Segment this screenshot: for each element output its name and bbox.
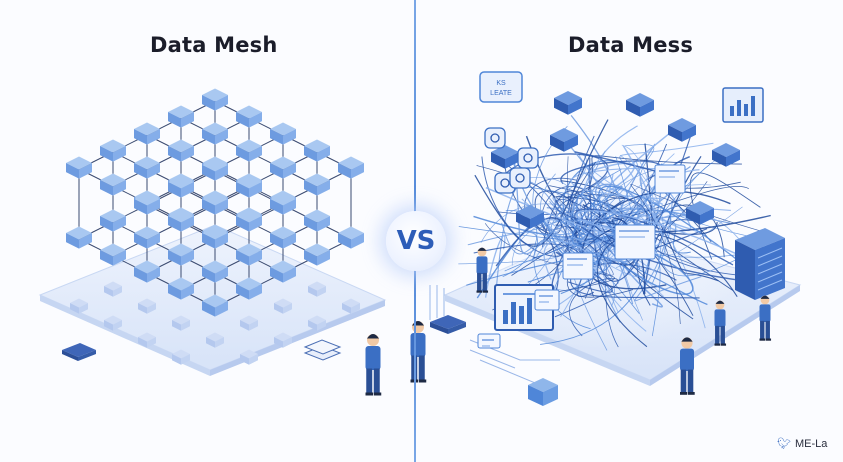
mesh-node — [304, 243, 330, 266]
mesh-node — [236, 105, 262, 128]
mesh-node — [338, 156, 364, 179]
mesh-floor-node — [138, 298, 156, 314]
mesh-floor-node — [104, 281, 122, 297]
vs-badge: VS — [386, 211, 446, 271]
mesh-node — [100, 209, 126, 232]
mesh-node — [236, 139, 262, 162]
mesh-node — [304, 173, 330, 196]
twitter-bird-icon: 🐦︎ — [777, 438, 791, 450]
mesh-platform-edge — [40, 295, 210, 376]
mesh-node — [202, 192, 228, 215]
mesh-floor-node — [104, 315, 122, 331]
mesh-floor-node — [240, 315, 258, 331]
mesh-floor-node — [308, 315, 326, 331]
mesh-node — [134, 192, 160, 215]
mesh-node — [168, 209, 194, 232]
icon-bubble — [509, 167, 531, 189]
mesh-floor-node — [138, 332, 156, 348]
info-card — [534, 289, 560, 311]
title-data-mesh: Data Mesh — [150, 33, 278, 57]
mesh-node — [236, 277, 262, 300]
dashboard-top-right — [722, 87, 764, 123]
mesh-node — [236, 175, 262, 198]
mesh-node — [134, 122, 160, 145]
mess-node — [516, 205, 544, 229]
person-standing — [410, 321, 427, 383]
mesh-node — [338, 226, 364, 249]
mesh-node — [134, 226, 160, 249]
mess-node — [712, 143, 740, 167]
icon-bubble — [484, 127, 506, 149]
mesh-node — [202, 122, 228, 145]
mess-node — [668, 118, 696, 142]
mesh-node — [100, 243, 126, 266]
sign-line-2: LEATE — [490, 90, 512, 97]
mess-nodes — [491, 91, 740, 229]
mesh-floor-node — [206, 332, 224, 348]
mesh-node — [134, 156, 160, 179]
person-standing — [759, 295, 772, 341]
mess-node — [554, 91, 582, 115]
mesh-node — [168, 139, 194, 162]
mesh-node — [202, 158, 228, 181]
info-card — [654, 164, 686, 194]
mesh-book-stack — [303, 339, 342, 361]
info-card — [614, 224, 656, 260]
mesh-node — [168, 105, 194, 128]
mesh-node — [236, 243, 262, 266]
mesh-floor-node — [274, 332, 292, 348]
credit-text: ME-La — [794, 438, 828, 450]
mesh-node — [134, 260, 160, 283]
floor-cube — [528, 378, 558, 406]
person-standing — [476, 247, 489, 293]
mesh-node — [202, 88, 228, 111]
mesh-floor-node — [172, 349, 190, 365]
mess-node — [626, 93, 654, 117]
mess-node — [550, 128, 578, 152]
floating-cards — [477, 164, 686, 349]
title-data-mess: Data Mess — [568, 33, 694, 57]
mesh-node — [304, 209, 330, 232]
mesh-node — [202, 260, 228, 283]
mesh-node — [270, 156, 296, 179]
mess-node — [686, 201, 714, 225]
mesh-nodes — [66, 88, 364, 365]
info-card — [562, 252, 594, 280]
person-standing — [365, 334, 382, 396]
mesh-node — [236, 209, 262, 232]
icon-bubbles — [484, 127, 539, 194]
mesh-node — [270, 226, 296, 249]
mesh-node — [304, 139, 330, 162]
mesh-node — [270, 260, 296, 283]
mesh-node — [100, 173, 126, 196]
sign-line-1: KS — [496, 80, 506, 87]
mesh-node — [270, 122, 296, 145]
mesh-node — [100, 139, 126, 162]
ks-leate-sign: KS LEATE — [479, 71, 523, 103]
mesh-chip-device — [62, 343, 96, 361]
person-standing — [680, 337, 695, 395]
mesh-node — [168, 175, 194, 198]
mesh-floor-node — [274, 298, 292, 314]
mesh-node — [270, 192, 296, 215]
icon-bubble — [517, 147, 539, 169]
mesh-floor-node — [308, 281, 326, 297]
person-standing — [714, 300, 727, 346]
mesh-node — [168, 277, 194, 300]
chip-device-right — [430, 315, 466, 334]
mesh-floor-node — [172, 315, 190, 331]
info-card — [477, 333, 501, 349]
mesh-node — [66, 156, 92, 179]
mesh-floor-node — [240, 349, 258, 365]
mesh-floor-node — [342, 298, 360, 314]
server-rack — [735, 228, 785, 300]
mesh-floor-node — [70, 298, 88, 314]
mesh-node — [168, 243, 194, 266]
mesh-node — [66, 226, 92, 249]
credit: 🐦︎ME-La — [777, 437, 827, 450]
mesh-node — [202, 294, 228, 317]
mesh-node — [202, 226, 228, 249]
